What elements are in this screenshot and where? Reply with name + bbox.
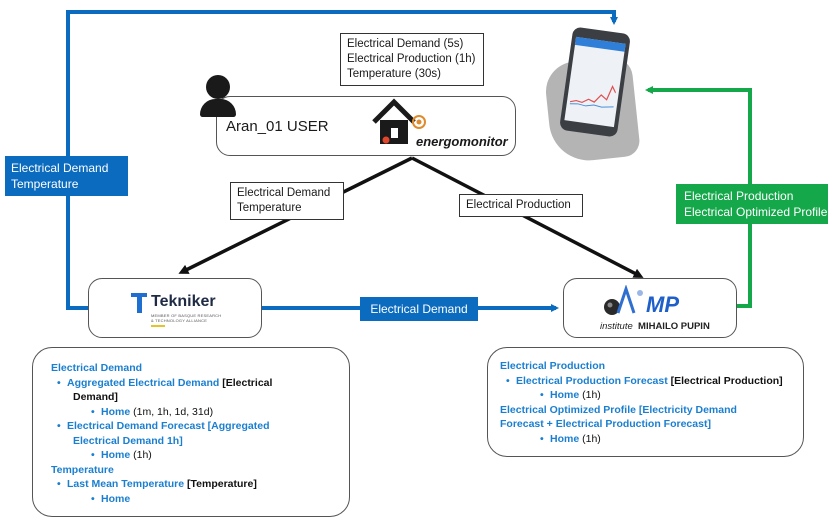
mid-link-label: Electrical Demand xyxy=(360,297,478,321)
detail-subitem: •Home (1h) xyxy=(91,449,152,461)
left-link-label: Electrical Demand Temperature xyxy=(5,156,128,196)
detail-heading: Temperature xyxy=(51,463,114,476)
tekniker-accent-bar xyxy=(151,325,165,327)
detail-heading: Electrical Optimized Profile [Electricit… xyxy=(500,403,737,416)
feed-line: Temperature (30s) xyxy=(347,68,441,80)
right-link-label: Electrical Production Electrical Optimiz… xyxy=(676,184,828,224)
black-arrow-to-imp xyxy=(411,156,644,278)
feed-line: Electrical Production (1h) xyxy=(347,53,476,65)
user-icon xyxy=(198,75,238,121)
tekniker-box: Tekniker MEMBER OF BASQUE RESEARCH & TEC… xyxy=(88,278,262,338)
data-feeds-box: Electrical Demand (5s) Electrical Produc… xyxy=(340,33,484,86)
tekniker-tagline-1: MEMBER OF BASQUE RESEARCH xyxy=(151,313,222,318)
tekniker-logo-mark xyxy=(131,293,147,313)
detail-item: •Last Mean Temperature [Temperature] xyxy=(57,478,257,490)
detail-subitem: •Home xyxy=(91,492,131,505)
tekniker-details-box: Electrical Demand •Aggregated Electrical… xyxy=(32,347,350,517)
detail-item: •Aggregated Electrical Demand [Electrica… xyxy=(57,376,273,389)
detail-subitem: •Home (1h) xyxy=(540,389,601,401)
tekniker-tagline-2: & TECHNOLOGY ALLIANCE xyxy=(151,318,208,323)
imp-logo-text: MP xyxy=(646,292,679,317)
imp-logo: MP xyxy=(604,285,679,317)
house-icon xyxy=(370,96,426,146)
to-tekniker-label: Electrical Demand Temperature xyxy=(230,182,344,220)
user-name: Aran_01 USER xyxy=(226,118,329,135)
tekniker-name: Tekniker xyxy=(151,293,216,310)
detail-subitem: •Home (1m, 1h, 1d, 31d) xyxy=(91,405,214,418)
detail-subitem: •Home (1h) xyxy=(540,432,601,445)
detail-heading: Electrical Demand xyxy=(51,362,143,374)
energomonitor-logo-text: energomonitor xyxy=(416,134,508,149)
detail-item: •Electrical Production Forecast [Electri… xyxy=(506,374,783,387)
detail-heading: Electrical Production xyxy=(500,360,606,372)
imp-details-box: Electrical Production •Electrical Produc… xyxy=(487,347,804,457)
feed-line: Electrical Demand (5s) xyxy=(347,38,464,50)
blue-link-tekniker-to-phone xyxy=(66,10,618,310)
detail-item: •Electrical Demand Forecast [Aggregated xyxy=(57,420,270,432)
imp-box: MP institute MIHAILO PUPIN xyxy=(563,278,737,338)
smartphone-icon xyxy=(559,26,631,138)
imp-caption: institute MIHAILO PUPIN xyxy=(600,321,710,332)
user-box xyxy=(216,96,516,156)
to-imp-label: Electrical Production xyxy=(459,194,583,217)
